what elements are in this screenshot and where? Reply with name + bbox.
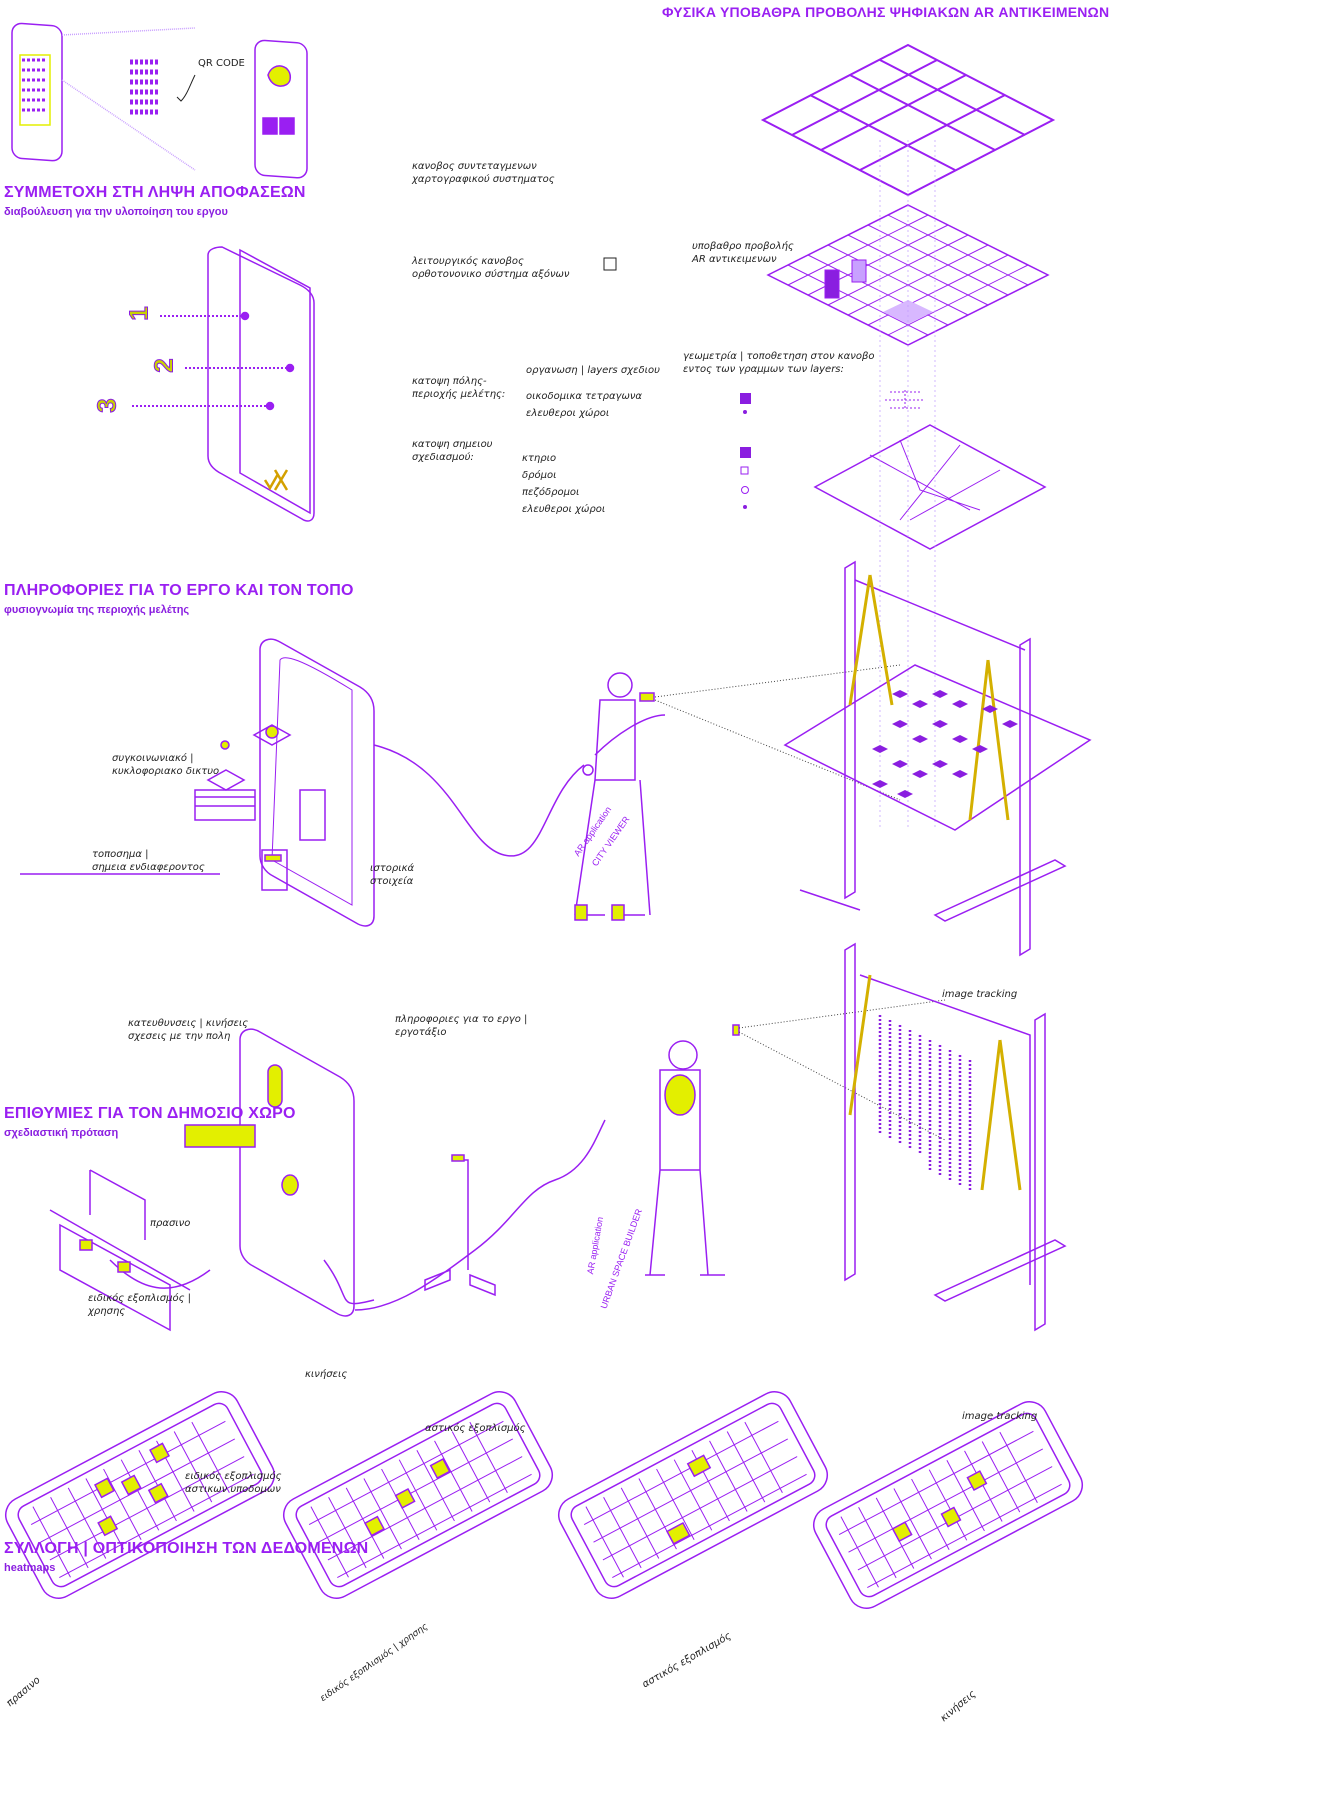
line: κατοψη πόλης- xyxy=(412,376,487,387)
line: σχεσεις με την πολη xyxy=(128,1031,231,1042)
list-item: οικοδομικα τετραγωνα xyxy=(526,391,643,402)
label-green: πρασινο xyxy=(150,1218,191,1229)
section-subtitle-data: heatmaps xyxy=(4,1562,56,1574)
line: πληροφοριες για το εργο | xyxy=(395,1014,528,1025)
line: τοποσημα | xyxy=(92,849,149,860)
heatmap-phone-green xyxy=(4,1391,276,1599)
person-urban-builder xyxy=(645,999,946,1276)
list-item: πεζόδρομοι xyxy=(522,487,580,498)
line: ειδικός εξοπλισμός | xyxy=(88,1293,192,1304)
line: χρησης xyxy=(88,1306,126,1317)
section-title-data: ΣΥΛΛΟΓΗ | ΟΠΤΙΚΟΠΟΙΗΣΗ ΤΩΝ ΔΕΔΟΜΕΝΩΝ xyxy=(4,1540,369,1557)
vote-number-3: 3 xyxy=(91,398,122,413)
line: υποβαθρο προβολής xyxy=(692,241,794,252)
label-image-tracking-1: image tracking xyxy=(942,989,1018,1000)
list-item: δρόμοι xyxy=(522,470,557,481)
line: λειτουργικός κανοβος xyxy=(412,256,524,267)
vote-number-1: 1 xyxy=(123,306,154,321)
list-item: ελευθεροι χώροι xyxy=(522,504,606,515)
qr-code-icon xyxy=(130,59,196,115)
phone-voting xyxy=(132,246,315,522)
heatmap-phone-urban-furniture xyxy=(557,1391,829,1599)
vote-number-2: 2 xyxy=(148,358,179,373)
label-city-plan: κατοψη πόλης-περιοχής μελέτης: xyxy=(412,375,505,401)
label-history: ιστορικά στοιχεία xyxy=(370,862,414,888)
qr-code-label: QR CODE xyxy=(198,58,245,69)
label-image-tracking-2: image tracking xyxy=(962,1411,1038,1422)
ar-board-2 xyxy=(844,942,1067,1332)
axis-crosses xyxy=(885,390,925,410)
projection-guides xyxy=(879,140,936,830)
label-special-use: ειδικός εξοπλισμός | χρησης xyxy=(88,1292,191,1318)
coordinate-grid-layer xyxy=(760,43,1056,197)
line: ειδικός εξοπλισμός xyxy=(185,1471,282,1482)
label-site-plan: κατοψη σημειου σχεδιασμού: xyxy=(412,438,492,464)
line: κανοβος συντεταγμενων xyxy=(412,161,537,172)
list-item: κτηριο xyxy=(522,453,557,464)
section-subtitle-participation: διαβούλευση για την υλοποίηση του εργου xyxy=(4,206,228,218)
section-subtitle-desires: σχεδιαστική πρόταση xyxy=(4,1127,119,1139)
label-coordinate-grid: κανοβος συντεταγμενων χαρτογραφικού συστη… xyxy=(412,160,555,186)
heatmap-phone-movement xyxy=(812,1401,1084,1609)
line: ορθοτονονικο σύστημα αξόνων xyxy=(412,269,570,280)
line: περιοχής μελέτης: xyxy=(412,389,506,400)
label-landmark: τοποσημα | σημεια ενδιαφεροντος xyxy=(92,848,205,874)
label-directions: κατευθυνσεις | κινήσεις σχεσεις με την πο… xyxy=(128,1017,248,1043)
section-subtitle-info: φυσιογνωμία της περιοχής μελέτης xyxy=(4,604,190,616)
street-map-layer xyxy=(813,424,1047,550)
label-movement: κινήσεις xyxy=(305,1369,348,1380)
phone-urban-builder xyxy=(49,1028,606,1332)
label-network: συγκοινωνιακό | κυκλοφοριακο δικτυο xyxy=(112,752,219,778)
line: αστικων υποδομων xyxy=(185,1484,281,1495)
label-organisation: οργανωση | layers σχεδιου xyxy=(526,365,660,376)
label-geometry: γεωμετρία | τοποθετηση στον κανοβο εντος … xyxy=(683,350,874,376)
line: γεωμετρία | τοποθετηση στον κανοβο xyxy=(683,351,875,362)
line: AR αντικειμενων xyxy=(692,254,777,265)
line: κατευθυνσεις | κινήσεις xyxy=(128,1018,249,1029)
ar-board-1 xyxy=(783,560,1092,957)
label-projection-base: υποβαθρο προβολής AR αντικειμενων xyxy=(692,240,794,266)
person-city-viewer xyxy=(574,664,901,921)
heatmap-phone-special-use xyxy=(282,1391,554,1599)
label-urban-furniture: αστικός εξοπλισμός xyxy=(425,1423,526,1434)
heatmap-phones xyxy=(4,1391,1084,1609)
phone-city-info xyxy=(20,638,666,927)
line: σχεδιασμού: xyxy=(412,452,474,463)
line: κατοψη σημειου xyxy=(412,439,493,450)
list-item: ελευθεροι χώροι xyxy=(526,408,610,419)
line: στοιχεία xyxy=(370,876,414,887)
section-title-desires: ΕΠΙΘΥΜΙΕΣ ΓΙΑ ΤΟΝ ΔΗΜΟΣΙΟ ΧΩΡΟ xyxy=(4,1105,296,1122)
ar-dot-pattern-1 xyxy=(872,690,1018,798)
site-plan-items: κτηριο δρόμοι πεζόδρομοι ελευθεροι χώροι xyxy=(522,450,605,518)
line: κυκλοφοριακο δικτυο xyxy=(112,766,220,777)
section-title-participation: ΣΥΜΜΕΤΟΧΗ ΣΤΗ ΛΗΨΗ ΑΠΟΦΑΣΕΩΝ xyxy=(4,184,306,201)
top-title: ΦΥΣΙΚΑ ΥΠΟΒΑΘΡΑ ΠΡΟΒΟΛΗΣ ΨΗΦΙΑΚΩΝ AR ΑΝΤ… xyxy=(662,4,1110,20)
line: χαρτογραφικού συστηματος xyxy=(412,174,555,185)
section-title-info: ΠΛΗΡΟΦΟΡΙΕΣ ΓΙΑ ΤΟ ΕΡΓΟ ΚΑΙ ΤΟΝ ΤΟΠΟ xyxy=(4,582,354,599)
phone-qr-scan-icon xyxy=(11,22,196,171)
label-infrastructure: ειδικός εξοπλισμός αστικων υποδομων xyxy=(185,1470,281,1496)
city-plan-items: οικοδομικα τετραγωνα ελευθεροι χώροι xyxy=(526,388,642,422)
line: εντος των γραμμων των layers: xyxy=(683,364,844,375)
line: εργοτάξιο xyxy=(395,1027,447,1038)
phone-app-icon xyxy=(254,39,308,179)
label-functional-grid: λειτουργικός κανοβος ορθοτονονικο σύστημα… xyxy=(412,255,570,281)
ar-dot-pattern-2 xyxy=(878,1015,972,1190)
line: ιστορικά xyxy=(370,863,415,874)
line: σημεια ενδιαφεροντος xyxy=(92,862,205,873)
line: συγκοινωνιακό | xyxy=(112,753,194,764)
label-project-info: πληροφοριες για το εργο | εργοτάξιο xyxy=(395,1013,527,1039)
